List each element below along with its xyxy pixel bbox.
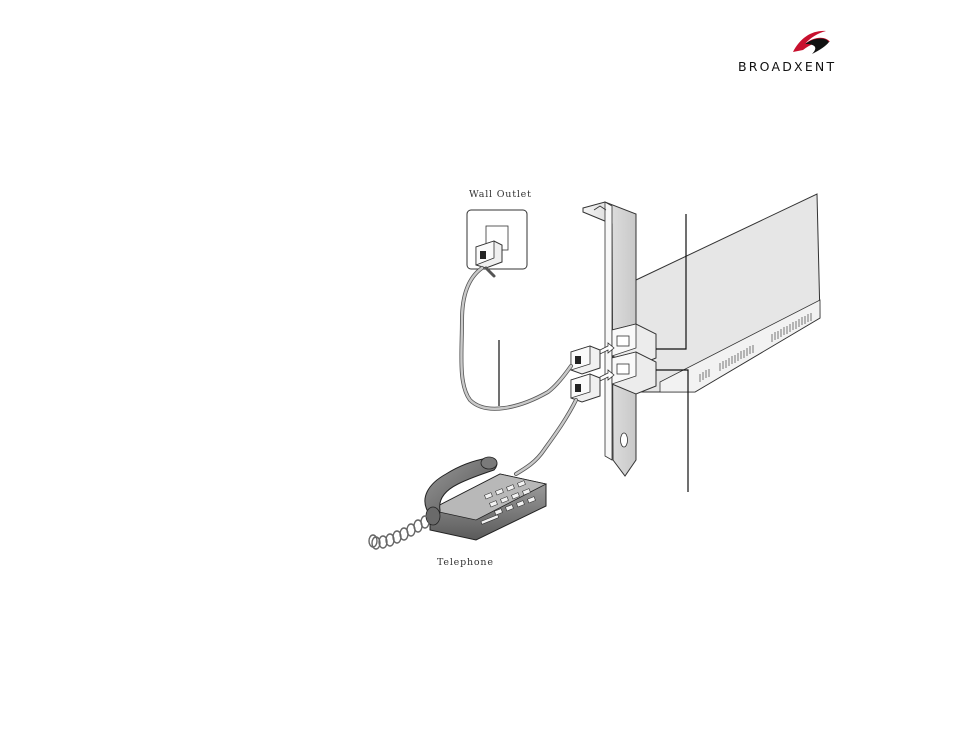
coiled-cord — [369, 516, 429, 549]
wall-outlet — [467, 210, 527, 269]
broadxent-logo: BROADXENT — [738, 31, 836, 74]
logo-text: BROADXENT — [738, 59, 836, 74]
bracket-hole — [621, 433, 628, 447]
wall-outlet-label: Wall Outlet — [469, 189, 532, 200]
line-plug — [571, 346, 600, 374]
modem-card — [636, 194, 820, 392]
phone-plug — [571, 374, 600, 402]
phone-cables — [461, 268, 576, 474]
telephone-label: Telephone — [437, 557, 494, 568]
telephone-cable — [516, 400, 576, 474]
